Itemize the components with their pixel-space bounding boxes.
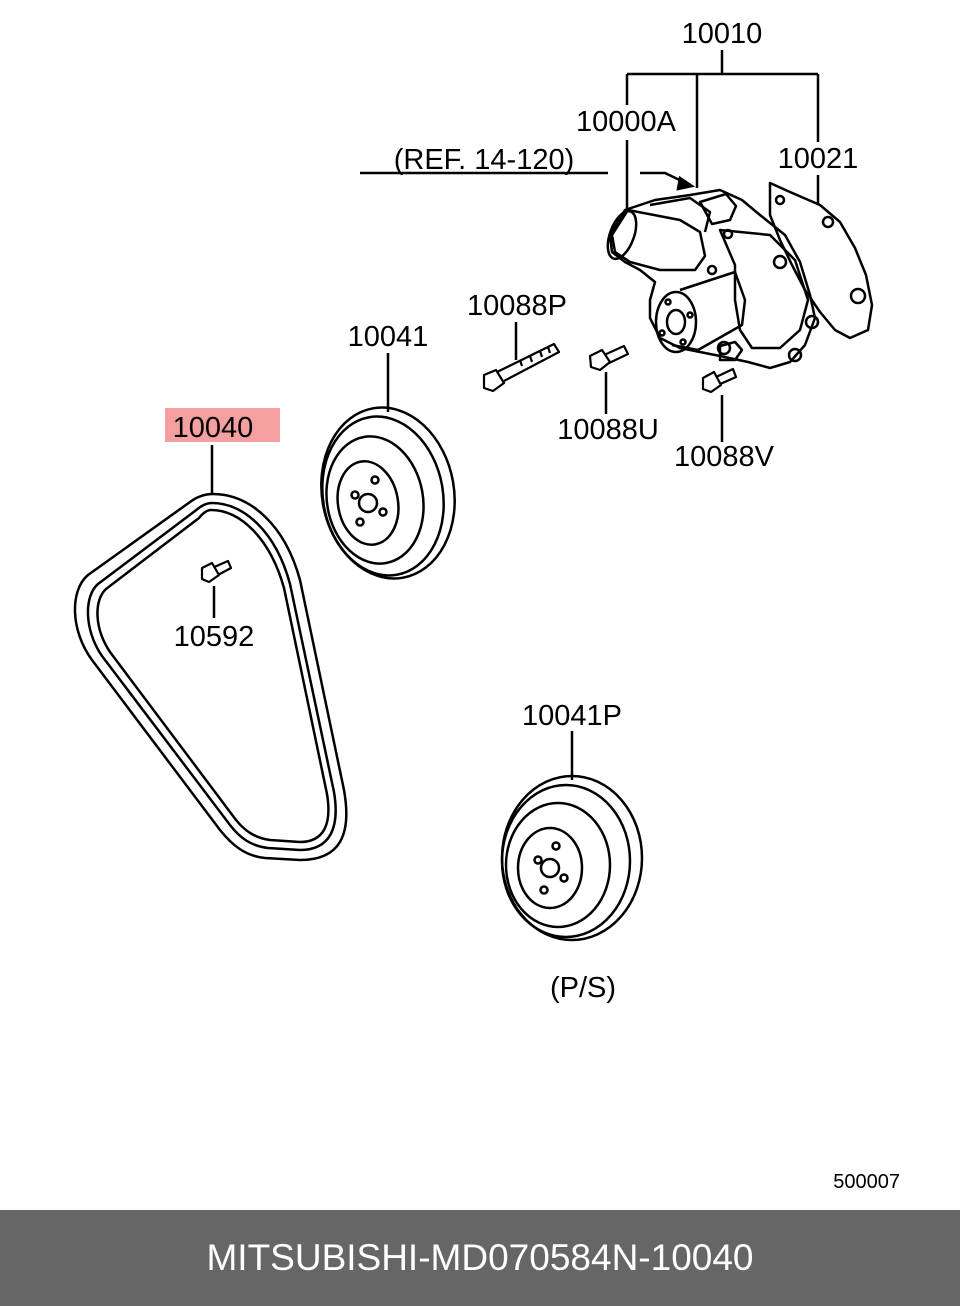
bolt-10088v-shape	[701, 367, 738, 394]
label-10592: 10592	[174, 621, 255, 653]
bolt-10088p-shape	[482, 342, 561, 393]
footer-separator: -	[418, 1237, 431, 1278]
drawing-number: 500007	[833, 1171, 900, 1193]
footer-part-number: MD070584	[430, 1237, 612, 1278]
footer-brand: MITSUBISHI	[206, 1237, 419, 1278]
screw-10592-shape	[200, 559, 233, 584]
footer-bar: MITSUBISHI - MD070584 N - 10040	[0, 1210, 960, 1306]
label-10088v: 10088V	[674, 441, 775, 473]
water-pump-assembly	[606, 181, 874, 370]
pump-body-shape	[608, 188, 817, 370]
footer-separator: -	[638, 1237, 651, 1278]
pulley-10041-shape	[320, 406, 456, 580]
belt-10040-shape	[73, 492, 348, 862]
leader-lines	[210, 50, 820, 780]
label-10000a: 10000A	[576, 106, 677, 138]
label-10010: 10010	[682, 18, 763, 50]
label-10088u: 10088U	[557, 414, 659, 446]
label-10040: 10040	[173, 412, 254, 444]
parts-diagram: 10010 10000A 10021 (REF. 14-120) 10088P …	[73, 18, 900, 1193]
label-ps: (P/S)	[550, 972, 616, 1004]
bolt-10088u-shape	[588, 344, 630, 372]
ref-label: (REF. 14-120)	[394, 144, 575, 176]
footer-n-label: N	[611, 1237, 639, 1278]
label-10021: 10021	[778, 143, 859, 175]
footer-ref-number: 10040	[650, 1237, 754, 1278]
highlight-box	[165, 408, 280, 442]
bolts	[200, 342, 738, 584]
label-10088p: 10088P	[467, 290, 567, 322]
label-10041: 10041	[348, 321, 429, 353]
label-10041p: 10041P	[522, 700, 622, 732]
pulley-10041p-shape	[500, 774, 644, 942]
